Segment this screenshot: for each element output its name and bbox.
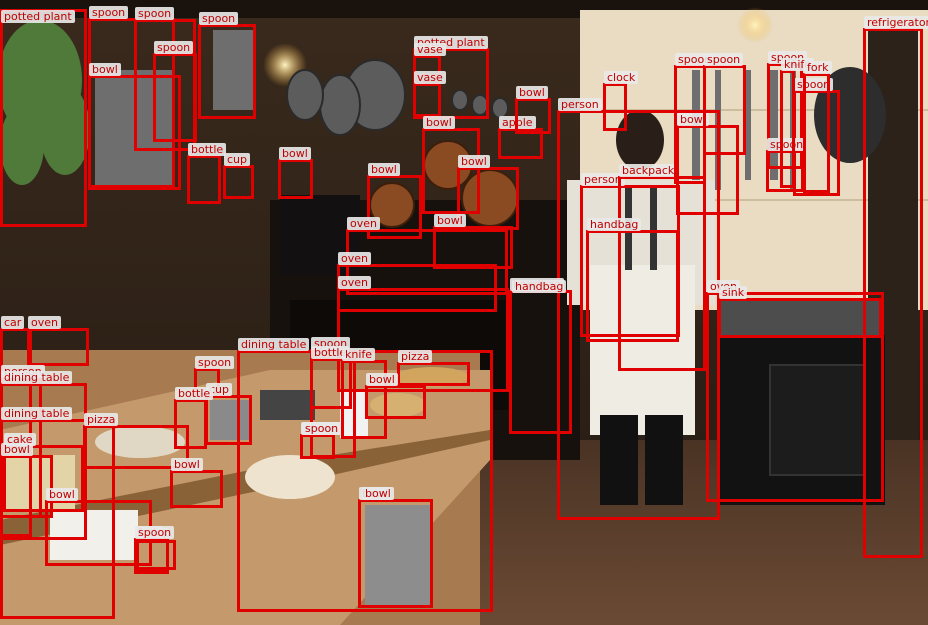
detection-box-fork: fork — [803, 61, 832, 193]
detection-box-spoon: spoon — [194, 356, 235, 396]
detection-label: spoon — [89, 6, 129, 19]
detection-label: spoon — [135, 526, 175, 539]
detection-box-bowl: bowl — [0, 443, 53, 518]
hanging-lamp — [737, 7, 773, 43]
detection-label: bowl — [423, 116, 455, 129]
detection-box-knife: knife — [341, 348, 387, 439]
detection-label: clock — [604, 71, 639, 84]
detection-box-bowl: bowl — [367, 163, 422, 239]
detection-box-bowl: bowl — [88, 63, 181, 190]
detection-label: pizza — [398, 350, 433, 363]
detection-box-bowl: bowl — [358, 487, 433, 608]
detection-label: bowl — [46, 488, 78, 501]
detection-label: dining table — [238, 338, 310, 351]
detection-box-spoon: spoon — [674, 53, 715, 184]
detection-box-spoon: spoon — [198, 12, 256, 119]
detection-label: pizza — [84, 413, 119, 426]
herbs — [0, 20, 90, 185]
detection-box-bowl: bowl — [365, 373, 426, 419]
detection-label: bowl — [89, 63, 121, 76]
detection-box-handbag: handbag — [509, 278, 572, 434]
detection-label: vase — [414, 43, 446, 56]
detection-label: car — [1, 316, 25, 329]
detection-label: cup — [224, 153, 251, 166]
detection-label: bottle — [175, 387, 214, 400]
detection-box-bowl: bowl — [676, 113, 739, 215]
detection-label: bowl — [458, 155, 490, 168]
detection-label: dining table — [1, 371, 73, 384]
detection-box-potted-plant: potted plant — [0, 9, 87, 227]
detection-box-bowl: bowl — [433, 214, 513, 269]
detection-label: bowl — [434, 214, 466, 227]
detection-box-bottle: bottle — [187, 143, 227, 204]
detection-box-bowl: bowl — [422, 116, 480, 214]
detection-label: bowl — [368, 163, 400, 176]
detection-label: person — [558, 98, 602, 111]
detection-label: refrigerator — [864, 16, 928, 29]
detection-label: bowl — [171, 458, 203, 471]
detection-label: oven — [347, 217, 380, 230]
detection-label: spoon — [154, 41, 194, 54]
detection-label: bowl — [366, 373, 398, 386]
detection-label: handbag — [512, 280, 567, 293]
detection-box-vase: vase — [413, 71, 446, 117]
detection-box-spoon: spoon — [300, 422, 341, 459]
detection-box-spoon: spoon — [703, 53, 746, 155]
detection-label: spoon — [135, 7, 175, 20]
detection-box-oven: oven — [27, 316, 89, 366]
detection-box-cup: cup — [223, 153, 254, 199]
detection-box-bowl: bowl — [457, 155, 519, 230]
detection-label: handbag — [587, 218, 642, 231]
detection-label: backpack — [619, 164, 678, 177]
detection-label: bowl — [677, 113, 709, 126]
detection-label: bottle — [311, 346, 350, 359]
detection-box-spoon: spoon — [134, 526, 175, 573]
detection-label: spoon — [199, 12, 239, 25]
detection-box-bowl: bowl — [170, 458, 223, 508]
detection-box-backpack: backpack — [618, 164, 706, 371]
detection-box-bottle: bottle — [174, 387, 214, 449]
detection-label: bowl — [279, 147, 311, 160]
hanging-pots — [286, 59, 509, 136]
copper-pans — [369, 140, 519, 228]
detection-label: vase — [414, 71, 446, 84]
detection-box-clock: clock — [603, 71, 639, 131]
detection-label: dining table — [1, 407, 73, 420]
table-items — [0, 367, 468, 560]
detection-label: oven — [28, 316, 61, 329]
detection-label: bowl — [516, 86, 548, 99]
detection-box-pizza: pizza — [397, 350, 470, 386]
detection-label: bowl — [1, 443, 33, 456]
detection-box-bowl: bowl — [515, 86, 551, 134]
detection-box-cup: cup — [205, 383, 252, 445]
detection-label: bottle — [188, 143, 227, 156]
detection-box-dining-table: dining table — [0, 407, 115, 619]
detection-label: oven — [338, 252, 371, 265]
detection-box-bowl: bowl — [278, 147, 313, 199]
cook-figure — [567, 110, 715, 505]
detection-label: person — [581, 173, 625, 186]
detection-box-knife: knife — [780, 58, 815, 188]
detection-label: sink — [719, 286, 748, 299]
detection-box-sink: sink — [718, 286, 882, 338]
detection-box-handbag: handbag — [586, 218, 679, 342]
detection-box-pizza: pizza — [83, 413, 189, 469]
detection-label: oven — [338, 276, 371, 289]
detection-label: potted plant — [1, 10, 75, 23]
detection-label: fork — [804, 61, 832, 74]
detection-label: spoon — [302, 422, 342, 435]
sink-counter — [718, 300, 883, 335]
detection-label: bowl — [362, 487, 394, 500]
detection-box-bowl: bowl — [45, 488, 152, 566]
detection-box-cake: cake — [3, 433, 84, 512]
detection-box-spoon: spoon — [153, 41, 197, 142]
detection-label: cake — [4, 433, 36, 446]
detection-label: spoon — [195, 356, 235, 369]
detection-label: knife — [342, 348, 376, 361]
detection-label: spoon — [704, 53, 744, 66]
bucket — [365, 505, 430, 605]
